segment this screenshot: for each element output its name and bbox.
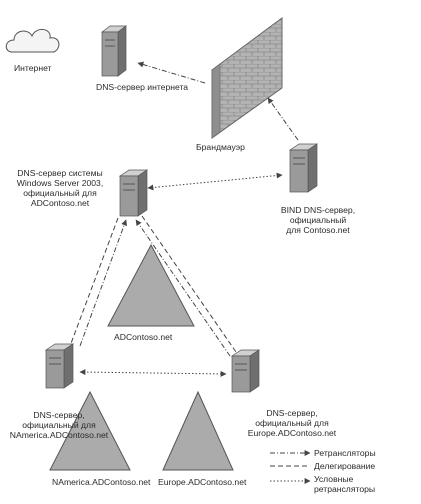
windows-dns-server-label: DNS-сервер системы Windows Server 2003, …: [14, 168, 106, 208]
forwarder-line: [79, 219, 127, 347]
bind-dns-label-line: для Contoso.net: [286, 225, 350, 235]
namerica-dns-server-icon: [44, 343, 75, 389]
europe-zone-triangle: [162, 390, 234, 471]
europe-dns-server-icon: [230, 349, 261, 393]
legend-label-forwarders: Ретрансляторы: [314, 448, 376, 458]
legend-conditional-line: Условные: [314, 474, 354, 484]
windows-dns-label-line: официальный для: [23, 188, 97, 198]
legend-label-conditional: Условные ретрансляторы: [314, 474, 375, 494]
namerica-dns-server-label: DNS-сервер, официальный для NAmerica.ADC…: [4, 410, 114, 440]
internet-dns-server-label: DNS-сервер интернета: [96, 82, 189, 92]
europe-dns-server-label: DNS-сервер, официальный для Europe.ADCon…: [240, 408, 344, 438]
bind-dns-server-label: BIND DNS-сервер, официальный для Contoso…: [268, 205, 368, 235]
adcontoso-zone-triangle: [107, 243, 195, 327]
conditional-forwarder-line: [147, 172, 283, 191]
forwarder-line: [267, 97, 299, 141]
forwarder-line: [135, 219, 231, 357]
europe-zone-label: Europe.ADContoso.net: [158, 477, 247, 487]
legend-conditional-line: ретрансляторы: [314, 484, 376, 494]
europe-dns-label-line: DNS-сервер,: [266, 408, 318, 418]
namerica-zone-label: NAmerica.ADContoso.net: [52, 477, 151, 487]
bind-dns-server-icon: [288, 143, 319, 193]
connection-lines: [69, 61, 299, 377]
legend-lines: [270, 450, 311, 484]
windows-dns-label-line: Windows Server 2003,: [16, 178, 104, 188]
delegation-line: [141, 215, 237, 353]
windows-dns-label-line: ADContoso.net: [30, 198, 90, 208]
bind-dns-label-line: официальный: [289, 215, 347, 225]
adcontoso-zone-label: ADContoso.net: [114, 332, 173, 342]
internet-label: Интернет: [14, 63, 52, 73]
delegation-line: [69, 217, 119, 347]
europe-dns-label-line: официальный для: [255, 418, 329, 428]
firewall-icon: [211, 17, 283, 139]
internet-cloud-icon: [5, 29, 60, 53]
namerica-dns-label-line: DNS-сервер,: [33, 410, 85, 420]
europe-dns-label-line: Europe.ADContoso.net: [247, 428, 337, 438]
namerica-zone-triangle: [49, 390, 131, 471]
forwarder-line: [137, 61, 206, 84]
namerica-dns-label-line: NAmerica.ADContoso.net: [9, 430, 109, 440]
namerica-dns-label-line: официальный для: [22, 420, 96, 430]
windows-dns-server-icon: [118, 169, 149, 217]
conditional-forwarder-line: [79, 369, 227, 377]
bind-dns-label-line: BIND DNS-сервер,: [280, 205, 356, 215]
legend-label-delegation: Делегирование: [314, 461, 376, 471]
windows-dns-label-line: DNS-сервер системы: [17, 168, 103, 178]
internet-dns-server-icon: [100, 25, 128, 77]
firewall-label: Брандмауэр: [196, 142, 245, 152]
